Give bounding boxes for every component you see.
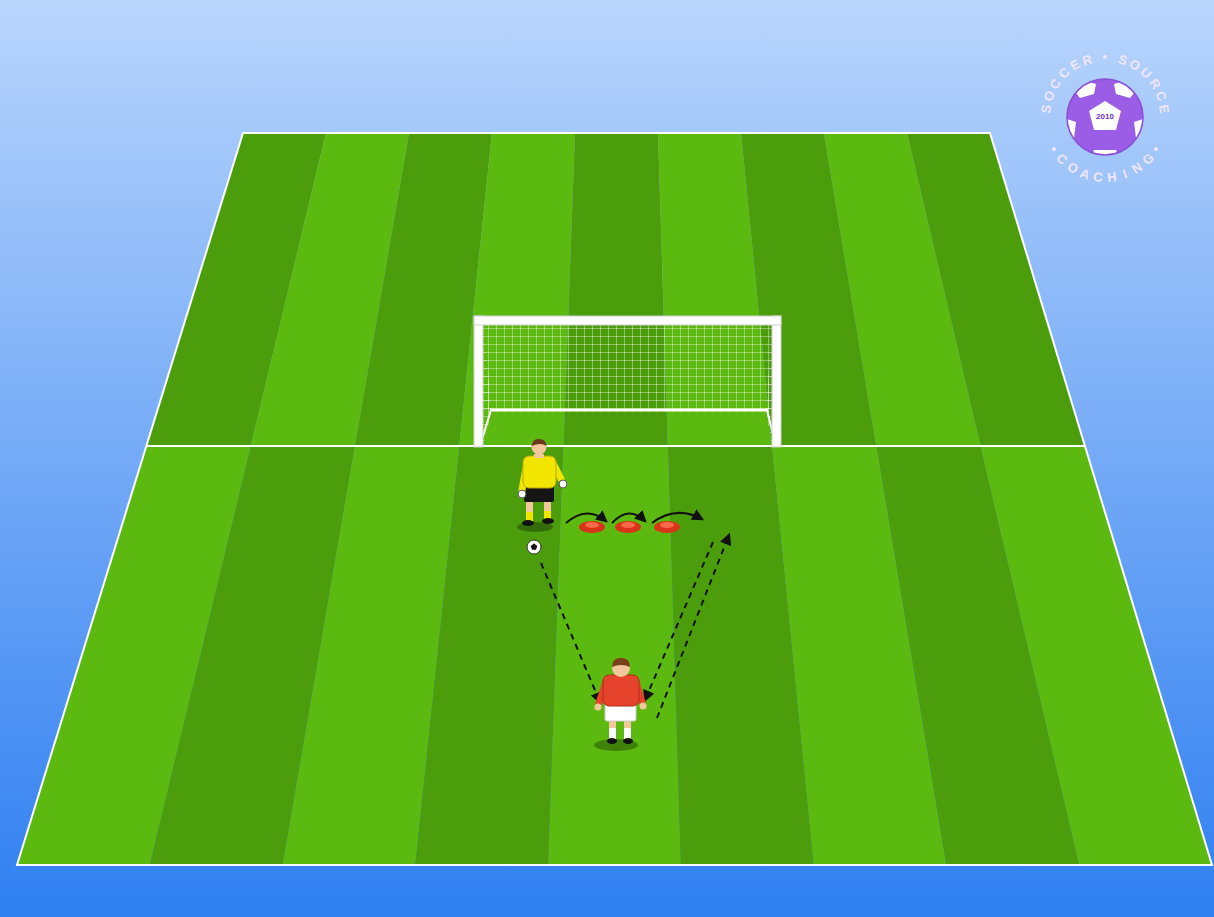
player: [594, 658, 647, 751]
ball: [527, 540, 541, 554]
logo-letter: C: [1056, 66, 1072, 82]
logo-letter: H: [1106, 170, 1117, 184]
goal: [474, 316, 781, 447]
logo-text: SOURCE: [1113, 50, 1174, 119]
logo-letter: O: [1041, 89, 1057, 103]
logo-letter: C: [1153, 89, 1168, 102]
logo-text: COACHING: [1052, 149, 1158, 187]
logo-letter: I: [1121, 167, 1129, 180]
logo-letter: R: [1147, 76, 1163, 91]
logo-letter: E: [1067, 57, 1081, 73]
logo-letter: S: [1117, 52, 1129, 67]
pass-run-lines: [541, 535, 729, 718]
logo-letter: S: [1038, 104, 1052, 114]
logo-letter: A: [1078, 166, 1091, 181]
logo-letter: R: [1081, 52, 1094, 67]
cones: [579, 521, 680, 533]
logo-letter: C: [1093, 170, 1104, 184]
logo-letter: O: [1065, 159, 1081, 175]
logo-letter: E: [1157, 104, 1171, 114]
logo-letter: G: [1140, 151, 1156, 167]
logo-text: SOCCER: [1036, 50, 1097, 119]
logo-year: 2010: [1096, 112, 1114, 121]
goalkeeper: [517, 439, 567, 532]
logo-letter: N: [1130, 160, 1145, 176]
pitch: [17, 133, 1212, 865]
logo-letter: C: [1047, 76, 1063, 91]
hop-arrows: [566, 513, 702, 523]
logo-ball: [1052, 55, 1158, 160]
